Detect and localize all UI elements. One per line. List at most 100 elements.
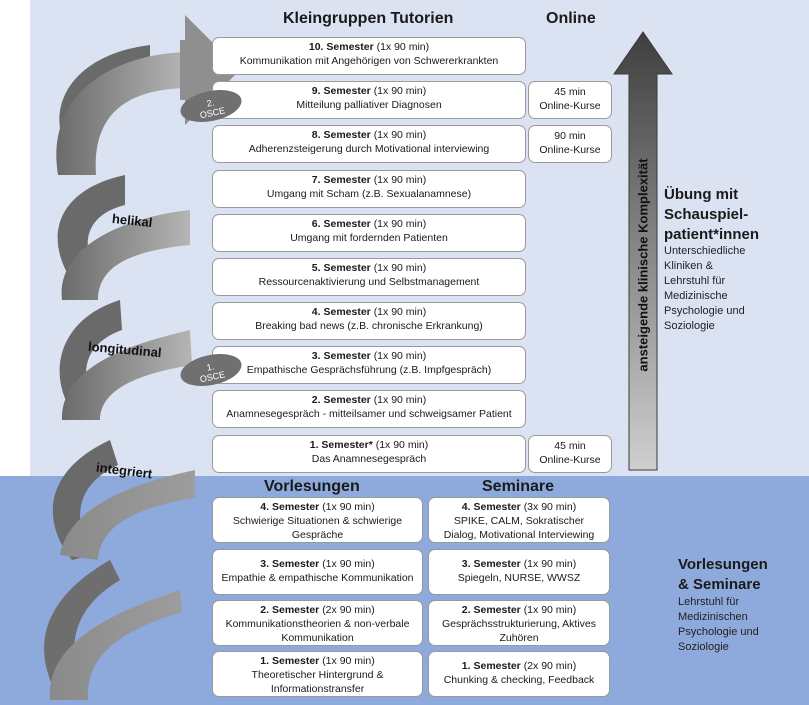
header-online: Online bbox=[546, 10, 596, 27]
duration: (1x 90 min) bbox=[373, 394, 427, 406]
topic-line1: Theoretischer Hintergrund & bbox=[251, 669, 384, 681]
semester-label: 1. Semester* bbox=[309, 439, 373, 451]
duration: (1x 90 min) bbox=[523, 558, 577, 570]
online-duration: 45 min bbox=[554, 440, 586, 452]
tutorium-box-sem10: 10. Semester (1x 90 min) Kommunikation m… bbox=[212, 37, 526, 75]
title-line: Übung mit bbox=[664, 186, 739, 203]
topic-line2: Kommunikation bbox=[281, 632, 354, 644]
semester-label: 3. Semester bbox=[260, 558, 320, 570]
side-subtitle-bottom: Lehrstuhl für Medizinischen Psychologie … bbox=[678, 595, 759, 655]
topic-line1: Empathie & empathische Kommunikation bbox=[221, 572, 414, 584]
duration: (2x 90 min) bbox=[523, 660, 577, 672]
topic: Umgang mit Scham (z.B. Sexualanamnese) bbox=[266, 188, 472, 200]
online-course-box-sem8: 90 min Online-Kurse bbox=[528, 125, 612, 163]
sub-line: Psychologie und bbox=[664, 305, 745, 317]
complexity-arrow bbox=[613, 31, 673, 471]
topic: Ressourcenaktivierung und Selbstmanageme… bbox=[258, 276, 480, 288]
topic-line1: Kommunikationstheorien & non-verbale bbox=[225, 618, 410, 630]
duration: (1x 90 min) bbox=[373, 85, 427, 97]
seminar-box-sem2: 2. Semester (1x 90 min) Gesprächsstruktu… bbox=[428, 600, 610, 646]
spiral-arrow-graphic bbox=[44, 15, 240, 700]
tutorium-box-sem7: 7. Semester (1x 90 min) Umgang mit Scham… bbox=[212, 170, 526, 208]
duration: (1x 90 min) bbox=[373, 306, 427, 318]
semester-label: 4. Semester bbox=[461, 501, 521, 513]
topic: Umgang mit fordernden Patienten bbox=[290, 232, 448, 244]
header-tutorien: Kleingruppen Tutorien bbox=[283, 10, 454, 27]
topic-line2: Informationstransfer bbox=[270, 683, 365, 695]
online-duration: 90 min bbox=[554, 130, 586, 142]
online-duration: 45 min bbox=[554, 86, 586, 98]
sub-line: Kliniken & bbox=[664, 260, 713, 272]
lecture-box-sem2: 2. Semester (2x 90 min) Kommunikationsth… bbox=[212, 600, 423, 646]
tutorium-box-sem8: 8. Semester (1x 90 min) Adherenzsteigeru… bbox=[212, 125, 526, 163]
topic: Mitteilung palliativer Diagnosen bbox=[296, 99, 442, 111]
title-line: Schauspiel- bbox=[664, 206, 749, 223]
sub-line: Psychologie und bbox=[678, 626, 759, 638]
header-vorlesungen: Vorlesungen bbox=[264, 478, 360, 495]
semester-label: 8. Semester bbox=[311, 129, 371, 141]
topic-line2: Gespräche bbox=[291, 529, 344, 541]
online-course-box-sem9: 45 min Online-Kurse bbox=[528, 81, 612, 119]
sub-line: Soziologie bbox=[678, 641, 729, 653]
tutorium-box-sem2: 2. Semester (1x 90 min) Anamnesegespräch… bbox=[212, 390, 526, 428]
duration: (3x 90 min) bbox=[523, 501, 577, 513]
tutorium-box-sem3: 3. Semester (1x 90 min) Empathische Gesp… bbox=[212, 346, 526, 384]
semester-label: 2. Semester bbox=[260, 604, 320, 616]
semester-label: 4. Semester bbox=[311, 306, 371, 318]
duration: (1x 90 min) bbox=[376, 41, 430, 53]
header-seminare: Seminare bbox=[482, 478, 555, 495]
duration: (1x 90 min) bbox=[373, 262, 427, 274]
seminar-box-sem4: 4. Semester (3x 90 min) SPIKE, CALM, Sok… bbox=[428, 497, 610, 543]
topic: Kommunikation mit Angehörigen von Schwer… bbox=[239, 55, 499, 67]
duration: (1x 90 min) bbox=[322, 558, 375, 570]
semester-label: 2. Semester bbox=[311, 394, 371, 406]
side-title-top: Übung mit Schauspiel- patient*innen bbox=[664, 185, 759, 245]
lecture-box-sem1: 1. Semester (1x 90 min) Theoretischer Hi… bbox=[212, 651, 423, 697]
topic-line1: Chunking & checking, Feedback bbox=[443, 674, 595, 686]
side-subtitle-top: Unterschiedliche Kliniken & Lehrstuhl fü… bbox=[664, 244, 745, 334]
duration: (1x 90 min) bbox=[322, 501, 375, 513]
topic-line2: Dialog, Motivational Interviewing bbox=[443, 529, 595, 541]
semester-label: 10. Semester bbox=[308, 41, 374, 53]
tutorium-box-sem4: 4. Semester (1x 90 min) Breaking bad new… bbox=[212, 302, 526, 340]
sub-line: Medizinischen bbox=[678, 611, 748, 623]
duration: (1x 90 min) bbox=[373, 174, 427, 186]
seminar-box-sem3: 3. Semester (1x 90 min) Spiegeln, NURSE,… bbox=[428, 549, 610, 595]
topic-line1: SPIKE, CALM, Sokratischer bbox=[453, 515, 585, 527]
sub-line: Lehrstuhl für bbox=[678, 596, 740, 608]
duration: (1x 90 min) bbox=[373, 350, 427, 362]
semester-label: 1. Semester bbox=[461, 660, 521, 672]
topic-line1: Schwierige Situationen & schwierige bbox=[232, 515, 403, 527]
complexity-arrow-label-wrap: ansteigende klinische Komplexität bbox=[628, 60, 658, 470]
topic: Das Anamnesegespräch bbox=[311, 453, 427, 465]
online-label: Online-Kurse bbox=[539, 144, 601, 156]
semester-label: 9. Semester bbox=[311, 85, 371, 97]
title-line: Vorlesungen bbox=[678, 556, 768, 573]
online-label: Online-Kurse bbox=[539, 454, 601, 466]
topic: Adherenzsteigerung durch Motivational in… bbox=[248, 143, 490, 155]
seminar-box-sem1: 1. Semester (2x 90 min) Chunking & check… bbox=[428, 651, 610, 697]
side-title-bottom: Vorlesungen & Seminare bbox=[678, 555, 768, 595]
osce-text: OSCE bbox=[198, 369, 226, 385]
complexity-arrow-label: ansteigende klinische Komplexität bbox=[635, 158, 651, 372]
lecture-box-sem3: 3. Semester (1x 90 min) Empathie & empat… bbox=[212, 549, 423, 595]
duration: (1x 90 min) bbox=[373, 129, 427, 141]
duration: (1x 90 min) bbox=[322, 655, 375, 667]
sub-line: Lehrstuhl für bbox=[664, 275, 726, 287]
semester-label: 2. Semester bbox=[461, 604, 521, 616]
semester-label: 4. Semester bbox=[260, 501, 320, 513]
title-line: & Seminare bbox=[678, 576, 761, 593]
sub-line: Medizinische bbox=[664, 290, 728, 302]
topic: Empathische Gesprächsführung (z.B. Impfg… bbox=[246, 364, 492, 376]
tutorium-box-sem1: 1. Semester* (1x 90 min) Das Anamneseges… bbox=[212, 435, 526, 473]
semester-label: 5. Semester bbox=[311, 262, 371, 274]
lecture-box-sem4: 4. Semester (1x 90 min) Schwierige Situa… bbox=[212, 497, 423, 543]
tutorium-box-sem5: 5. Semester (1x 90 min) Ressourcenaktivi… bbox=[212, 258, 526, 296]
title-line: patient*innen bbox=[664, 226, 760, 243]
sub-line: Soziologie bbox=[664, 320, 715, 332]
semester-label: 1. Semester bbox=[260, 655, 320, 667]
semester-label: 6. Semester bbox=[311, 218, 371, 230]
topic: Breaking bad news (z.B. chronische Erkra… bbox=[255, 320, 483, 332]
duration: (1x 90 min) bbox=[375, 439, 429, 451]
tutorium-box-sem6: 6. Semester (1x 90 min) Umgang mit forde… bbox=[212, 214, 526, 252]
